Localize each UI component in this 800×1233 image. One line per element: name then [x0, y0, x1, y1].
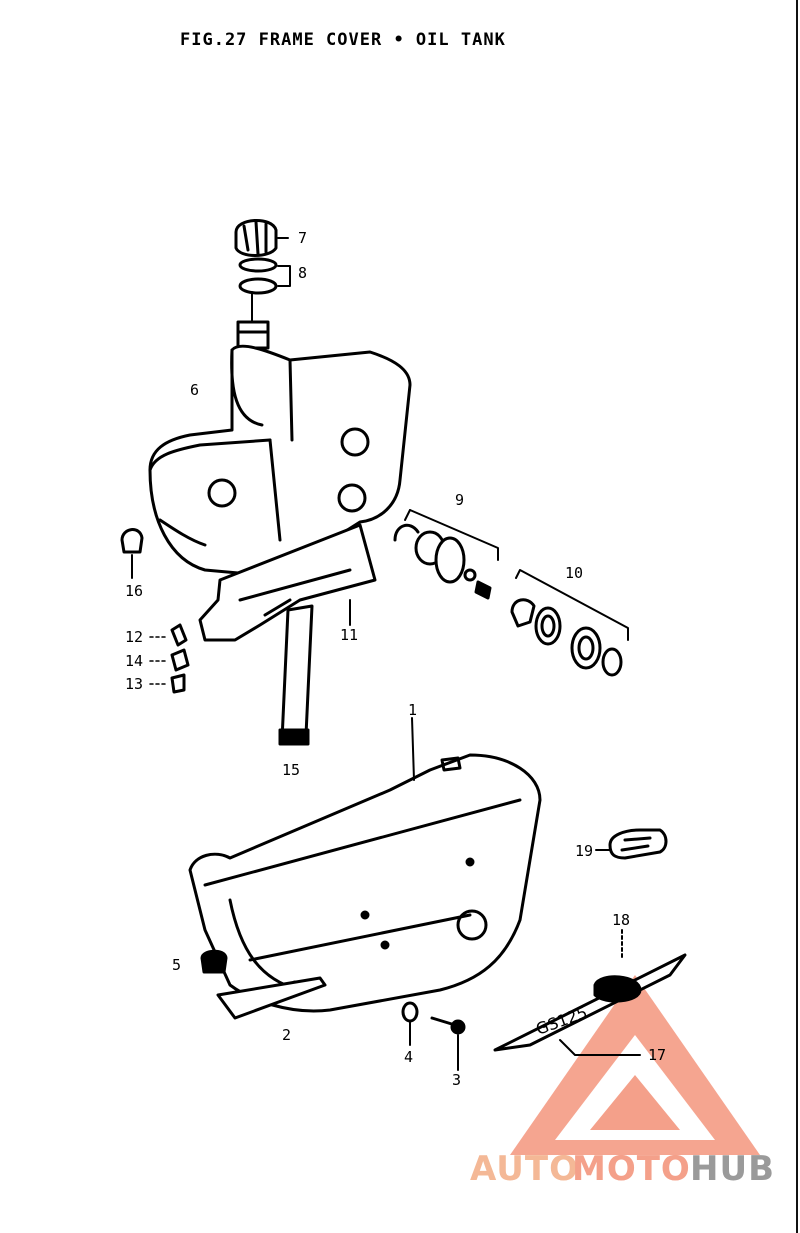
oil-cap-part — [234, 218, 289, 257]
callout-labels: 7 8 6 9 10 16 11 12 14 13 15 1 19 18 5 2… — [125, 229, 666, 1089]
figure-title: FIG.27 FRAME COVER • OIL TANK — [180, 30, 506, 50]
callout-14: 14 — [125, 652, 143, 670]
callout-16: 16 — [125, 582, 143, 600]
watermark-logo — [510, 975, 760, 1155]
cover-grommet-part — [200, 949, 228, 974]
oil-tank-part — [148, 344, 412, 577]
tank-bracket-part — [198, 523, 377, 642]
callout-8: 8 — [298, 264, 307, 282]
callout-12: 12 — [125, 628, 143, 646]
callout-3: 3 — [452, 1071, 461, 1089]
callout-19: 19 — [575, 842, 593, 860]
callout-17: 17 — [648, 1046, 666, 1064]
callout-9: 9 — [455, 491, 464, 509]
frame-cover-part — [188, 717, 542, 1013]
callout-10: 10 — [565, 564, 583, 582]
callout-6: 6 — [190, 381, 199, 399]
washer-part — [401, 1001, 419, 1046]
callout-13: 13 — [125, 675, 143, 693]
watermark-part2: MOTO — [572, 1149, 691, 1189]
filler-neck-part — [236, 291, 270, 350]
callout-11: 11 — [340, 626, 358, 644]
callout-7: 7 — [298, 229, 307, 247]
watermark-part1: AUTO — [470, 1149, 579, 1189]
cushion-set-part — [393, 509, 499, 600]
callout-1: 1 — [408, 701, 417, 719]
watermark-text: AUTO MOTO HUB — [470, 1149, 775, 1189]
callout-2: 2 — [282, 1026, 291, 1044]
callout-15: 15 — [282, 761, 300, 779]
right-border — [796, 0, 798, 1233]
tank-strap-part — [278, 604, 314, 746]
trim-strip-part — [216, 976, 327, 1020]
grommet-part — [120, 528, 144, 579]
watermark-part3: HUB — [690, 1149, 775, 1189]
cap-washer-part — [238, 257, 291, 295]
callout-18: 18 — [612, 911, 630, 929]
emblem-text: GS125 — [533, 1003, 589, 1039]
screw-part — [430, 1016, 466, 1071]
clip-part — [595, 828, 668, 860]
bolt-stack-part — [149, 623, 190, 694]
callout-4: 4 — [404, 1048, 413, 1066]
callout-5: 5 — [172, 956, 181, 974]
cushion-set-2-part — [510, 569, 629, 677]
